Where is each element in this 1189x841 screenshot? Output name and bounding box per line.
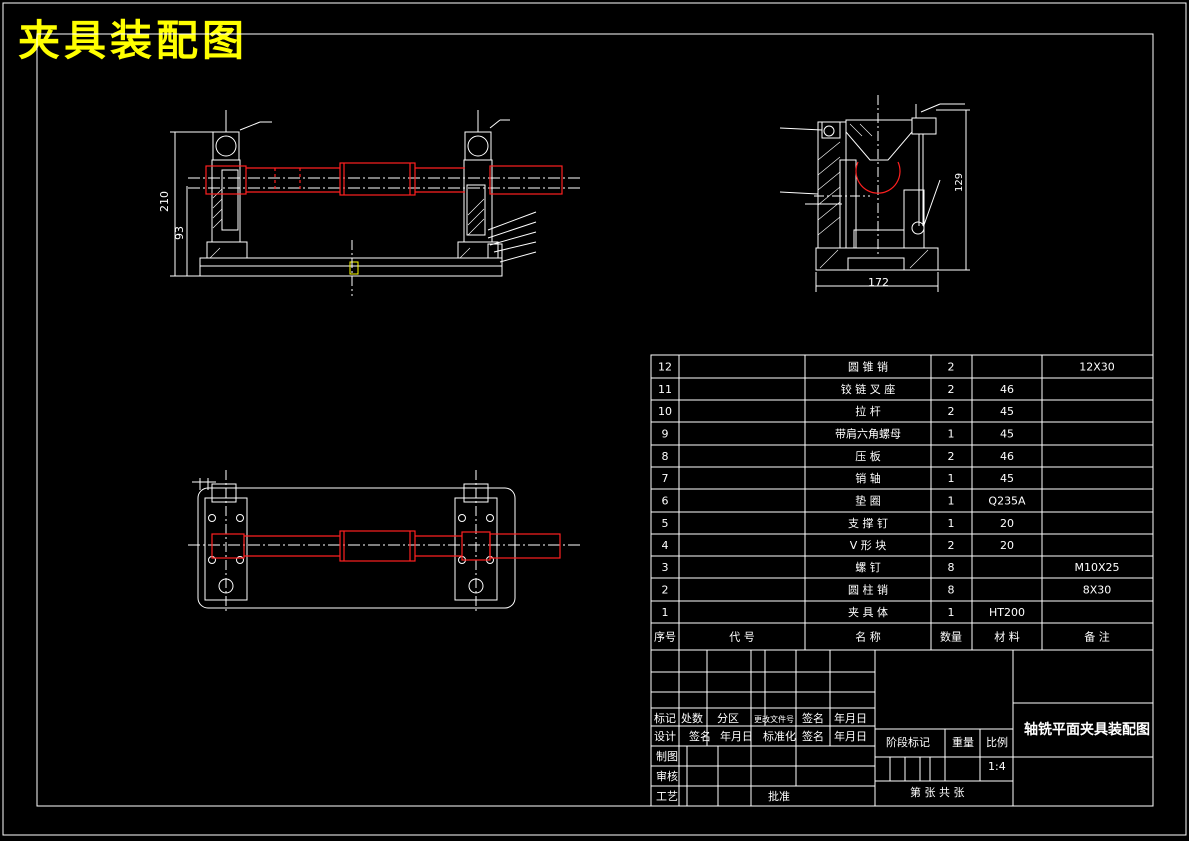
bom-cell-material: 20 <box>1000 539 1014 552</box>
bom-header-code: 代 号 <box>729 631 755 644</box>
bom-cell-name: 夹 具 体 <box>848 605 888 619</box>
bom-cell-note: 12X30 <box>1079 361 1115 374</box>
title-block <box>650 649 1154 807</box>
bom-cell-note: M10X25 <box>1074 561 1119 574</box>
bom-cell-name: 垫 圈 <box>855 494 881 508</box>
bom-cell-qty: 2 <box>948 383 955 396</box>
bom-cell-name: 拉 杆 <box>855 404 881 418</box>
bom-cell-name: 圆 锥 销 <box>848 360 888 374</box>
title-block-text: 标记 处数 分区 更改文件号 签名 年月日 设计 签名 年月日 标准化 签名 年… <box>654 711 1150 803</box>
bom-cell-qty: 2 <box>948 361 955 374</box>
workpiece-shaft-top <box>211 530 561 562</box>
bom-cell-name: 带肩六角螺母 <box>835 427 901 441</box>
tb-standard: 标准化 <box>763 729 796 743</box>
bom-cell-no: 2 <box>662 584 669 597</box>
tb-drawing-name: 轴铣平面夹具装配图 <box>1024 721 1150 738</box>
bom-cell-qty: 1 <box>948 472 955 485</box>
dim-93: 93 <box>173 226 186 240</box>
tb-draw: 制图 <box>656 750 678 763</box>
bom-header-note: 备 注 <box>1084 630 1110 644</box>
side-view <box>779 95 970 292</box>
tb-sign2: 签名 <box>689 729 711 743</box>
tb-date3: 年月日 <box>834 729 867 743</box>
bom-cell-name: 支 撑 钉 <box>848 516 888 530</box>
bom-cell-no: 3 <box>662 561 669 574</box>
bom-cell-name: 铰 链 叉 座 <box>841 382 896 396</box>
bom-cell-note: 8X30 <box>1083 584 1112 597</box>
bom-cell-material: 46 <box>1000 450 1014 463</box>
dim-172: 172 <box>868 276 889 289</box>
inner-frame <box>36 33 1154 807</box>
tb-zone: 分区 <box>717 712 739 725</box>
bom-cell-material: 20 <box>1000 517 1014 530</box>
bom-cell-name: 螺 钉 <box>855 561 881 574</box>
tb-date2: 年月日 <box>720 729 753 743</box>
workpiece-shaft-front <box>205 162 563 196</box>
tb-scale-label: 比例 <box>986 735 1008 749</box>
bom-cell-name: 销 轴 <box>855 471 881 485</box>
front-view <box>170 110 580 296</box>
bom-cell-qty: 1 <box>948 517 955 530</box>
bom-cell-no: 1 <box>662 606 669 619</box>
bom-cell-material: 45 <box>1000 405 1014 418</box>
bom-header-name: 名 称 <box>855 630 881 644</box>
bom-header-qty: 数量 <box>940 631 962 644</box>
tb-stage-mark: 阶段标记 <box>886 735 930 749</box>
tb-design: 设计 <box>654 730 676 743</box>
tb-date: 年月日 <box>834 711 867 725</box>
tb-mark: 标记 <box>654 711 676 725</box>
tb-process: 工艺 <box>656 790 678 803</box>
tb-sign3: 签名 <box>802 729 824 743</box>
bom-cell-no: 5 <box>662 517 669 530</box>
bom-cell-no: 12 <box>658 361 672 374</box>
tb-sheets: 第 张 共 张 <box>910 785 965 799</box>
bom-cell-qty: 1 <box>948 428 955 441</box>
tb-check: 审核 <box>656 769 678 783</box>
bom-cell-qty: 2 <box>948 405 955 418</box>
top-view <box>188 470 580 612</box>
bom-cell-qty: 8 <box>948 561 955 574</box>
bom-cell-name: V 形 块 <box>850 539 887 552</box>
workpiece-section-side <box>855 161 901 194</box>
bom-cell-no: 7 <box>662 472 669 485</box>
bom-cell-no: 11 <box>658 383 672 396</box>
bom-cell-qty: 1 <box>948 606 955 619</box>
bom-header-material: 材 料 <box>994 630 1020 644</box>
page-title: 夹具装配图 <box>18 16 249 65</box>
bom-cell-no: 10 <box>658 405 672 418</box>
bom-cell-name: 压 板 <box>855 449 881 463</box>
bom-cell-name: 圆 柱 销 <box>848 583 888 597</box>
bom-table <box>650 354 1154 651</box>
tb-approve: 批准 <box>768 789 790 803</box>
bom-cell-material: 45 <box>1000 472 1014 485</box>
bom-cell-no: 6 <box>662 495 669 508</box>
bom-cell-no: 4 <box>662 539 669 552</box>
bom-cell-no: 8 <box>662 450 669 463</box>
bom-cell-qty: 2 <box>948 450 955 463</box>
bom-cell-material: 45 <box>1000 428 1014 441</box>
dim-210: 210 <box>158 191 171 212</box>
tb-weight: 重量 <box>952 735 974 749</box>
dim-129: 129 <box>954 173 965 192</box>
tb-scale-value: 1:4 <box>988 760 1006 773</box>
bom-cell-no: 9 <box>662 428 669 441</box>
bom-cell-qty: 8 <box>948 584 955 597</box>
bom-header-no: 序号 <box>654 630 676 644</box>
bom-cell-material: 46 <box>1000 383 1014 396</box>
bom-cell-qty: 2 <box>948 539 955 552</box>
bom-cell-material: HT200 <box>989 606 1025 619</box>
tb-sign: 签名 <box>802 711 824 725</box>
tb-count: 处数 <box>681 712 703 725</box>
bom-cell-material: Q235A <box>988 495 1026 508</box>
bom-cell-qty: 1 <box>948 495 955 508</box>
tb-change-doc: 更改文件号 <box>754 714 794 724</box>
